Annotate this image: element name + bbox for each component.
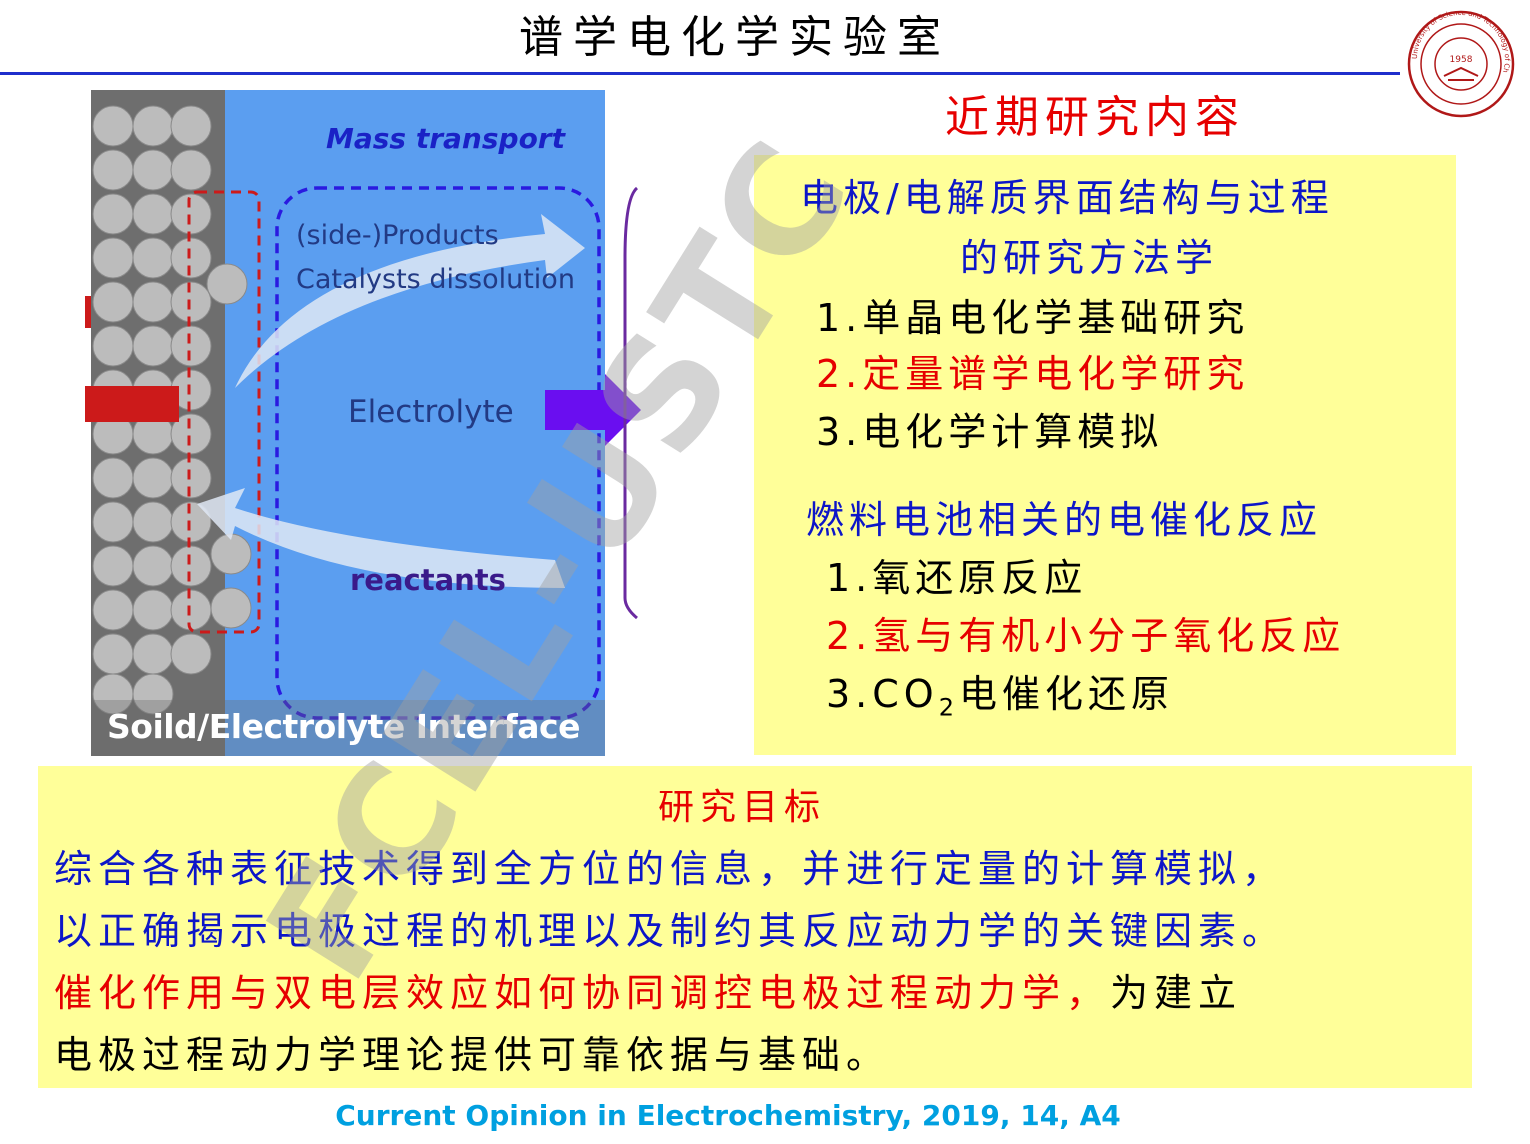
section2-item: 1.氧还原反应 <box>826 556 1088 600</box>
goal-line-2: 以正确揭示电极过程的机理以及制约其反应动力学的关键因素。 <box>54 909 1287 953</box>
section2-item-co2: 3.CO2电催化还原 <box>826 663 1174 722</box>
goal-title: 研究目标 <box>658 787 827 828</box>
research-goal-box: 研究目标 综合各种表征技术得到全方位的信息，并进行定量的计算模拟， 以正确揭示电… <box>38 766 1472 1088</box>
goal-line-3-red: 催化作用与双电层效应如何协同调控电极过程动力学， <box>54 971 1111 1015</box>
section1-title-line2: 的研究方法学 <box>960 236 1219 280</box>
goal-line-1: 综合各种表征技术得到全方位的信息，并进行定量的计算模拟， <box>54 847 1287 891</box>
co2-suffix: 电催化还原 <box>958 672 1174 716</box>
interface-figure <box>85 90 641 756</box>
label-reactants: reactants <box>350 563 506 597</box>
goal-line-3: 催化作用与双电层效应如何协同调控电极过程动力学，为建立 <box>54 962 1242 1017</box>
citation: Current Opinion in Electrochemistry, 201… <box>335 1099 1121 1132</box>
panel-title: 近期研究内容 <box>945 92 1245 143</box>
co2-prefix: 3.CO <box>826 672 939 716</box>
university-logo: University of Science and Technology of … <box>1400 10 1515 118</box>
label-catalysts-dissolution: Catalysts dissolution <box>296 264 575 295</box>
section1-title-line1: 电极/电解质界面结构与过程 <box>800 176 1334 220</box>
label-electrolyte: Electrolyte <box>348 394 514 430</box>
section1-item: 1.单晶电化学基础研究 <box>816 296 1250 340</box>
section2-title: 燃料电池相关的电催化反应 <box>806 498 1323 542</box>
figure-caption: Soild/Electrolyte Interface <box>107 707 581 746</box>
label-side-products: (side-)Products <box>296 220 499 251</box>
section1-item: 2.定量谱学电化学研究 <box>816 352 1250 396</box>
section1-item: 3.电化学计算模拟 <box>816 410 1164 454</box>
section2-item: 2.氢与有机小分子氧化反应 <box>826 614 1346 658</box>
goal-line-4: 电极过程动力学理论提供可靠依据与基础。 <box>54 1033 891 1077</box>
page-title: 谱学电化学实验室 <box>519 12 951 63</box>
goal-line-3-black: 为建立 <box>1110 971 1243 1015</box>
research-content-box: 电极/电解质界面结构与过程 的研究方法学 1.单晶电化学基础研究 2.定量谱学电… <box>754 155 1456 755</box>
label-mass-transport: Mass transport <box>326 122 565 155</box>
header-divider <box>0 72 1400 75</box>
co2-subscript: 2 <box>938 693 959 722</box>
logo-year: 1958 <box>1450 55 1473 65</box>
